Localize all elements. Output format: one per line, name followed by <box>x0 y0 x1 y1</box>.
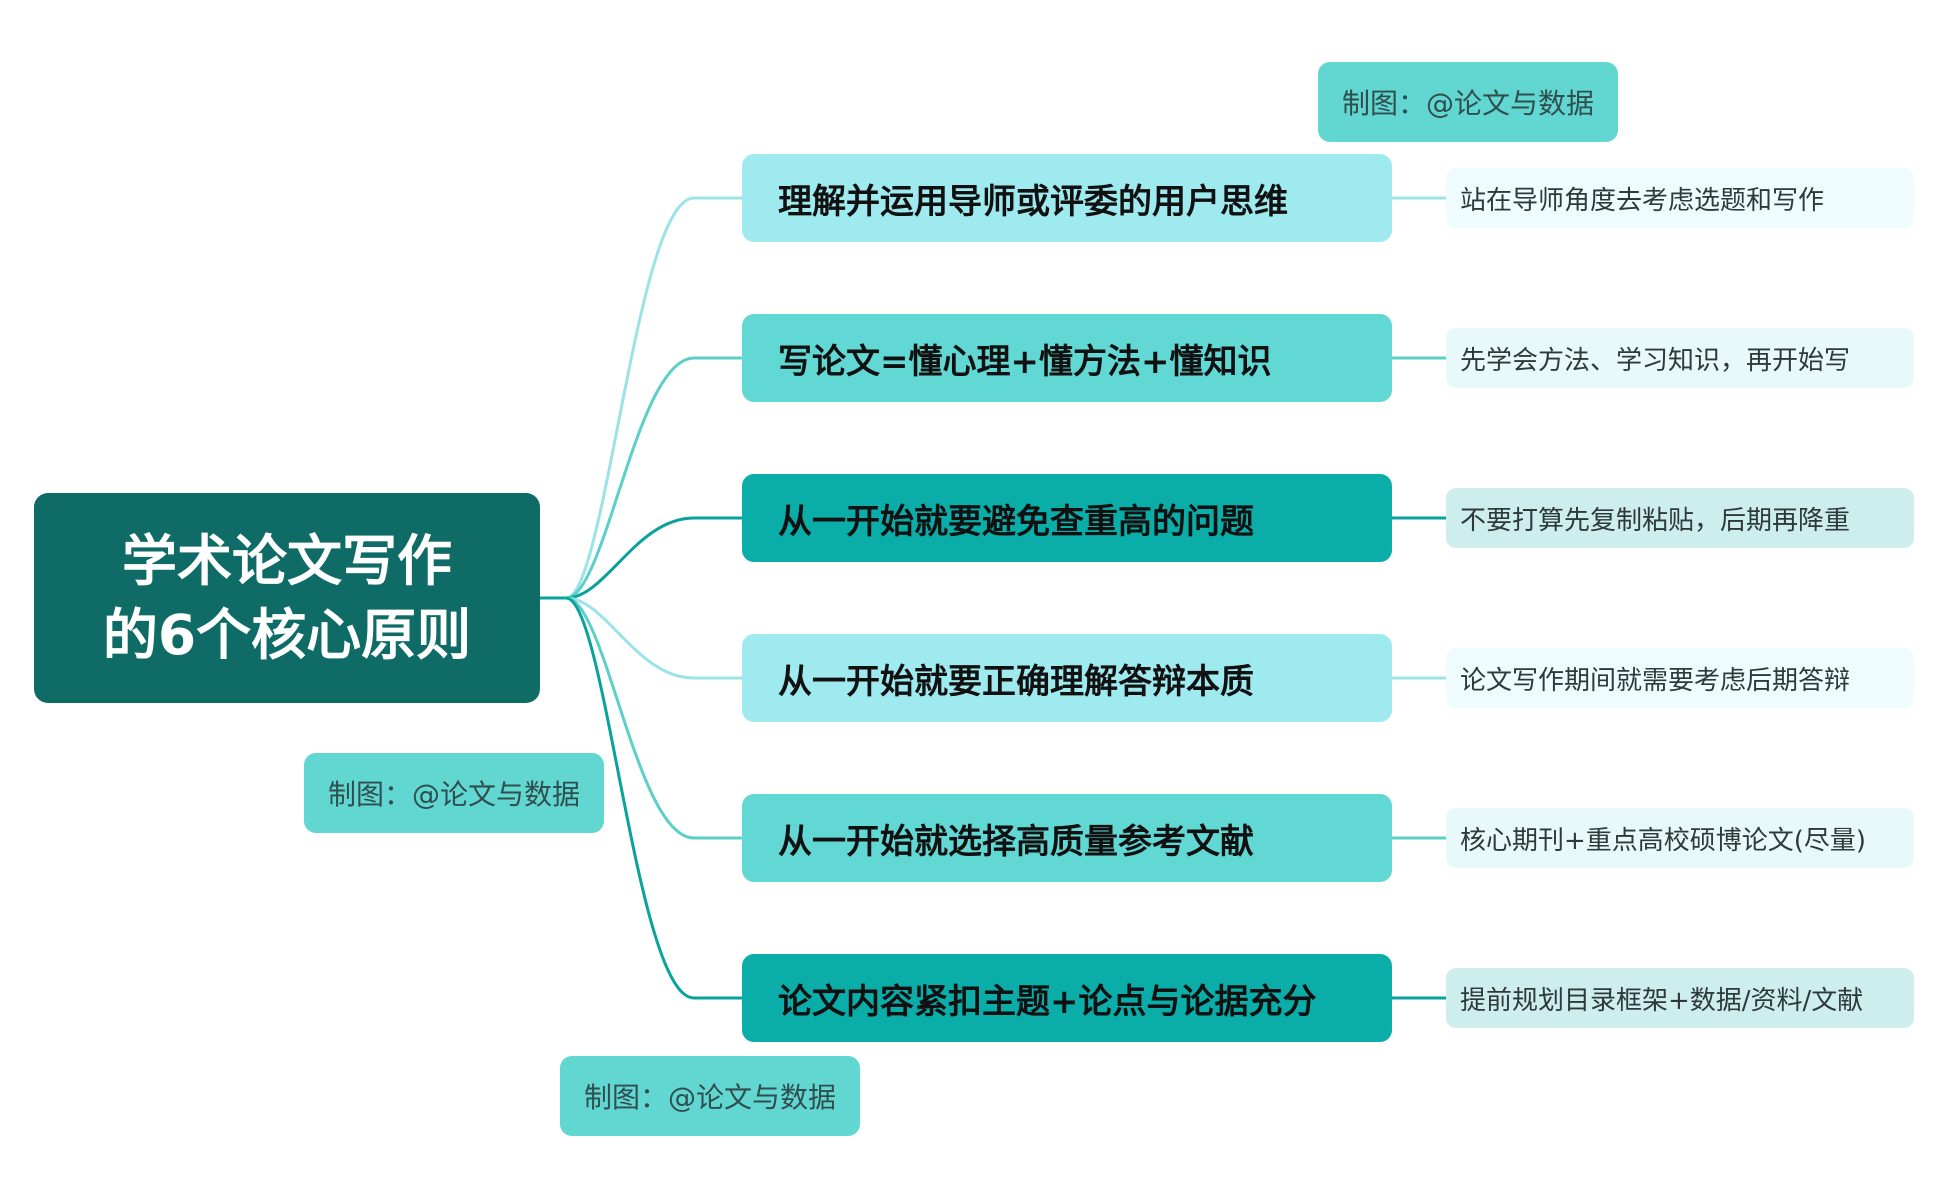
branch-label: 理解并运用导师或评委的用户思维 <box>778 181 1288 222</box>
watermark-label: 制图：@论文与数据 <box>1318 62 1618 142</box>
root-title-line-1: 学术论文写作 <box>121 529 452 593</box>
note-advisor-perspective[interactable]: 站在导师角度去考虑选题和写作 <box>1446 168 1914 228</box>
note-text: 核心期刊+重点高校硕博论文(尽量) <box>1460 825 1867 856</box>
branch-connector-0 <box>564 196 744 600</box>
branch-label: 写论文=懂心理+懂方法+懂知识 <box>778 341 1272 382</box>
note-text: 站在导师角度去考虑选题和写作 <box>1460 185 1825 216</box>
branch-quality-references[interactable]: 从一开始就选择高质量参考文献 <box>742 794 1392 882</box>
branch-user-thinking[interactable]: 理解并运用导师或评委的用户思维 <box>742 154 1392 242</box>
note-plan-outline[interactable]: 提前规划目录框架+数据/资料/文献 <box>1446 968 1914 1028</box>
note-no-copy-paste[interactable]: 不要打算先复制粘贴，后期再降重 <box>1446 488 1914 548</box>
branch-defense-essence[interactable]: 从一开始就要正确理解答辩本质 <box>742 634 1392 722</box>
watermark-label: 制图：@论文与数据 <box>304 753 604 833</box>
branch-label: 从一开始就要正确理解答辩本质 <box>778 661 1254 702</box>
watermark-label: 制图：@论文与数据 <box>560 1056 860 1136</box>
branch-label: 从一开始就选择高质量参考文献 <box>778 821 1254 862</box>
note-text: 论文写作期间就需要考虑后期答辩 <box>1460 665 1851 696</box>
note-text: 不要打算先复制粘贴，后期再降重 <box>1460 505 1851 536</box>
note-core-journals[interactable]: 核心期刊+重点高校硕博论文(尽量) <box>1446 808 1914 868</box>
branch-connector-1 <box>564 356 744 600</box>
root-title-line-2: 的6个核心原则 <box>102 603 472 667</box>
note-text: 提前规划目录框架+数据/资料/文献 <box>1460 985 1864 1016</box>
note-consider-defense[interactable]: 论文写作期间就需要考虑后期答辩 <box>1446 648 1914 708</box>
branch-connector-4 <box>564 596 744 840</box>
note-text: 先学会方法、学习知识，再开始写 <box>1460 345 1851 376</box>
note-learn-method-first[interactable]: 先学会方法、学习知识，再开始写 <box>1446 328 1914 388</box>
branch-label: 从一开始就要避免查重高的问题 <box>778 501 1254 542</box>
branch-psychology-method-knowledge[interactable]: 写论文=懂心理+懂方法+懂知识 <box>742 314 1392 402</box>
branch-content-on-topic[interactable]: 论文内容紧扣主题+论点与论据充分 <box>742 954 1392 1042</box>
branch-connector-3 <box>564 596 744 680</box>
branch-connector-2 <box>564 516 744 600</box>
branch-avoid-plagiarism[interactable]: 从一开始就要避免查重高的问题 <box>742 474 1392 562</box>
branch-label: 论文内容紧扣主题+论点与论据充分 <box>778 981 1317 1022</box>
branch-connector-5 <box>564 596 744 1000</box>
root-topic[interactable]: 学术论文写作 的6个核心原则 <box>34 493 540 703</box>
